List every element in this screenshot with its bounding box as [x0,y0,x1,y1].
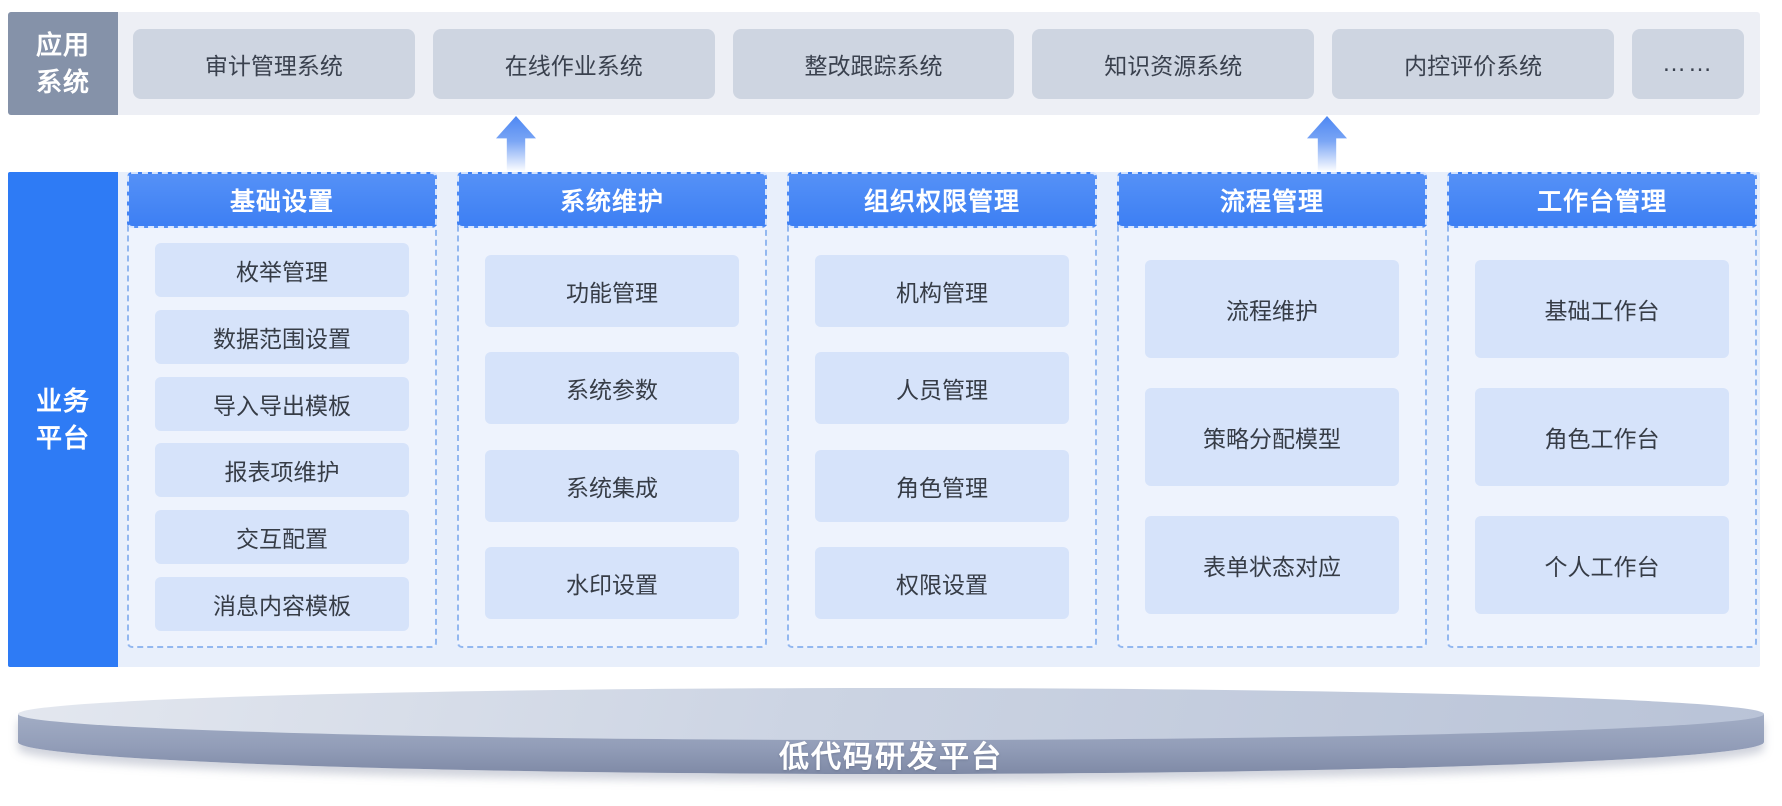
module-item: 导入导出模板 [155,376,409,431]
app-system-box: 知识资源系统 [1032,28,1315,99]
up-arrow-icon [496,116,536,172]
module-item: 数据范围设置 [155,309,409,364]
module-column: 组织权限管理机构管理人员管理角色管理权限设置 [787,172,1097,648]
band-label-line: 系统 [35,66,90,97]
up-arrow-icon [1307,116,1347,172]
module-item: 机构管理 [815,255,1069,328]
module-item: 系统参数 [485,352,739,425]
module-column-header: 流程管理 [1117,172,1427,228]
module-column: 基础设置枚举管理数据范围设置导入导出模板报表项维护交互配置消息内容模板 [127,172,437,648]
module-item: 个人工作台 [1475,516,1729,614]
band-label-line: 平台 [35,422,90,453]
module-item: 消息内容模板 [155,577,409,632]
module-item: 人员管理 [815,352,1069,425]
module-item-list: 枚举管理数据范围设置导入导出模板报表项维护交互配置消息内容模板 [129,228,435,646]
app-system-box: 在线作业系统 [432,28,715,99]
app-systems-band: 应用 系统 审计管理系统在线作业系统整改跟踪系统知识资源系统内控评价系统…… [8,12,1760,115]
platform-cylinder-top [18,688,1764,740]
module-column: 工作台管理基础工作台角色工作台个人工作台 [1447,172,1757,648]
module-item: 角色工作台 [1475,388,1729,486]
module-item: 枚举管理 [155,242,409,297]
app-system-box: 内控评价系统 [1332,28,1614,99]
module-item: 水印设置 [485,546,739,619]
module-column: 系统维护功能管理系统参数系统集成水印设置 [457,172,767,648]
module-column-header: 基础设置 [127,172,437,228]
business-platform-band-label: 业务 平台 [8,172,118,667]
module-item: 流程维护 [1145,260,1399,358]
platform-label: 低代码研发平台 [779,741,1003,774]
module-item: 系统集成 [485,449,739,522]
module-item-list: 功能管理系统参数系统集成水印设置 [459,228,765,646]
module-column: 流程管理流程维护策略分配模型表单状态对应 [1117,172,1427,648]
app-systems-band-label: 应用 系统 [8,12,118,115]
app-systems-list: 审计管理系统在线作业系统整改跟踪系统知识资源系统内控评价系统…… [118,12,1760,115]
module-item: 角色管理 [815,449,1069,522]
app-system-box: 整改跟踪系统 [732,28,1015,99]
band-label-line: 业务 [35,386,90,417]
low-code-platform: 低代码研发平台 [18,688,1764,798]
module-item: 策略分配模型 [1145,388,1399,486]
module-column-header: 工作台管理 [1447,172,1757,228]
module-item-list: 基础工作台角色工作台个人工作台 [1449,228,1755,646]
app-system-box: 审计管理系统 [133,28,415,99]
module-columns: 基础设置枚举管理数据范围设置导入导出模板报表项维护交互配置消息内容模板系统维护功… [118,172,1760,667]
module-item: 交互配置 [155,510,409,565]
module-item: 表单状态对应 [1145,516,1399,614]
module-item-list: 机构管理人员管理角色管理权限设置 [789,228,1095,646]
module-column-header: 组织权限管理 [787,172,1097,228]
module-item: 基础工作台 [1475,260,1729,358]
module-item: 报表项维护 [155,443,409,498]
module-item: 功能管理 [485,255,739,328]
business-platform-band: 业务 平台 基础设置枚举管理数据范围设置导入导出模板报表项维护交互配置消息内容模… [8,172,1760,667]
module-column-header: 系统维护 [457,172,767,228]
module-item: 权限设置 [815,546,1069,619]
module-item-list: 流程维护策略分配模型表单状态对应 [1119,228,1425,646]
more-systems-box: …… [1631,28,1744,99]
band-label-line: 应用 [35,30,90,61]
